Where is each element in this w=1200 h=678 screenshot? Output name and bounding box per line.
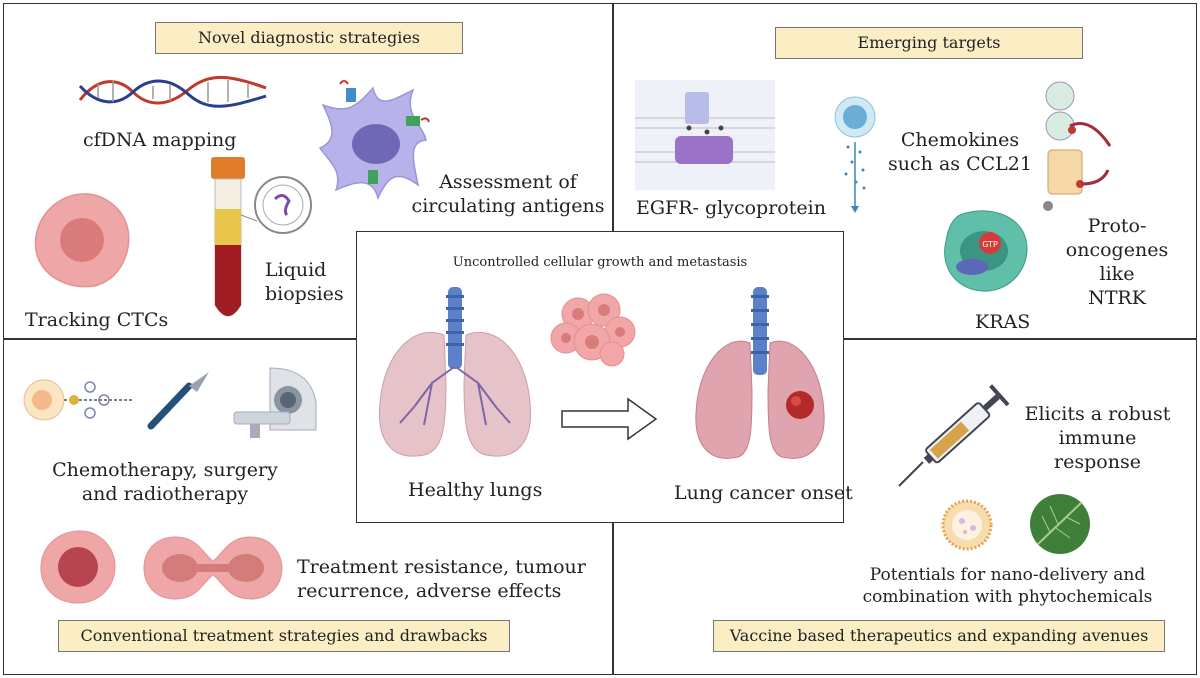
therapy-line-1: Chemotherapy, surgery (52, 459, 278, 481)
chemokines-line-2: such as CCL21 (888, 153, 1032, 175)
chemokine-cell-icon (834, 96, 876, 213)
arrow-icon (561, 397, 658, 441)
nano-line-1: Potentials for nano-delivery and (869, 565, 1146, 585)
ntrk-line-3: NTRK (1088, 287, 1146, 309)
drawbacks-line-2: recurrence, adverse effects (297, 580, 562, 602)
ctc-cell-icon (34, 193, 130, 288)
liquid-line-1: Liquid (265, 259, 327, 281)
nanoparticle-icon (941, 499, 993, 551)
healthy-lungs-label: Healthy lungs (408, 479, 543, 501)
ntrk-line-2: oncogenes like (1065, 239, 1169, 285)
dna-helix-icon (78, 75, 267, 108)
drawbacks-line-1: Treatment resistance, tumour (297, 556, 586, 578)
radiotherapy-machine-icon (233, 367, 317, 438)
syringe-icon (898, 384, 1010, 487)
antigens-label: Assessment of circulating antigens (408, 170, 608, 218)
egfr-label: EGFR- glycoprotein (636, 197, 826, 219)
healthy-lungs-icon (378, 287, 532, 457)
ntrk-line-1: Proto- (1087, 215, 1147, 237)
dividing-cell-icon (143, 536, 283, 600)
chemokines-label: Chemokines such as CCL21 (885, 128, 1035, 176)
therapy-line-2: and radiotherapy (81, 483, 249, 505)
vaccine-title: Vaccine based therapeutics and expanding… (713, 620, 1165, 652)
blood-tube-icon (211, 157, 312, 317)
liquid-line-2: biopsies (265, 283, 344, 305)
center-title: Uncontrolled cellular growth and metasta… (452, 255, 748, 270)
nano-line-2: combination with phytochemicals (862, 587, 1153, 607)
scalpel-icon (147, 372, 209, 430)
ntrk-label: Proto- oncogenes like NTRK (1058, 214, 1176, 310)
diagnostic-title: Novel diagnostic strategies (155, 22, 463, 54)
cfdna-label: cfDNA mapping (83, 129, 237, 151)
antigens-line-1: Assessment of (439, 171, 577, 193)
egfr-membrane-icon (635, 80, 775, 190)
kras-protein-icon: GTP (944, 210, 1028, 292)
phytochemical-leaf-icon (1030, 494, 1090, 554)
ctc-label: Tracking CTCs (25, 309, 169, 331)
targets-title: Emerging targets (775, 27, 1083, 59)
kras-label: KRAS (975, 311, 1031, 333)
nano-delivery-label: Potentials for nano-delivery and combina… (830, 564, 1185, 608)
ntrk-receptor-icon (1043, 81, 1112, 211)
tumour-cell-icon (40, 530, 116, 604)
immune-line-1: Elicits a robust (1024, 403, 1171, 425)
chemo-cell-icon (23, 379, 134, 421)
drawbacks-label: Treatment resistance, tumour recurrence,… (297, 555, 586, 603)
antigens-line-2: circulating antigens (411, 195, 605, 217)
conventional-title: Conventional treatment strategies and dr… (58, 620, 510, 652)
tumour-cluster-icon (550, 293, 636, 367)
dendritic-cell-icon (318, 80, 430, 201)
conventional-therapy-label: Chemotherapy, surgery and radiotherapy (40, 458, 290, 506)
cancer-lungs-icon (695, 287, 825, 459)
cancer-onset-label: Lung cancer onset (674, 482, 853, 504)
liquid-biopsies-label: Liquid biopsies (265, 258, 344, 306)
immune-line-2: immune response (1054, 427, 1141, 473)
chemokines-line-1: Chemokines (900, 129, 1020, 151)
immune-response-label: Elicits a robust immune response (1015, 402, 1180, 474)
gtp-label: GTP (982, 240, 998, 249)
